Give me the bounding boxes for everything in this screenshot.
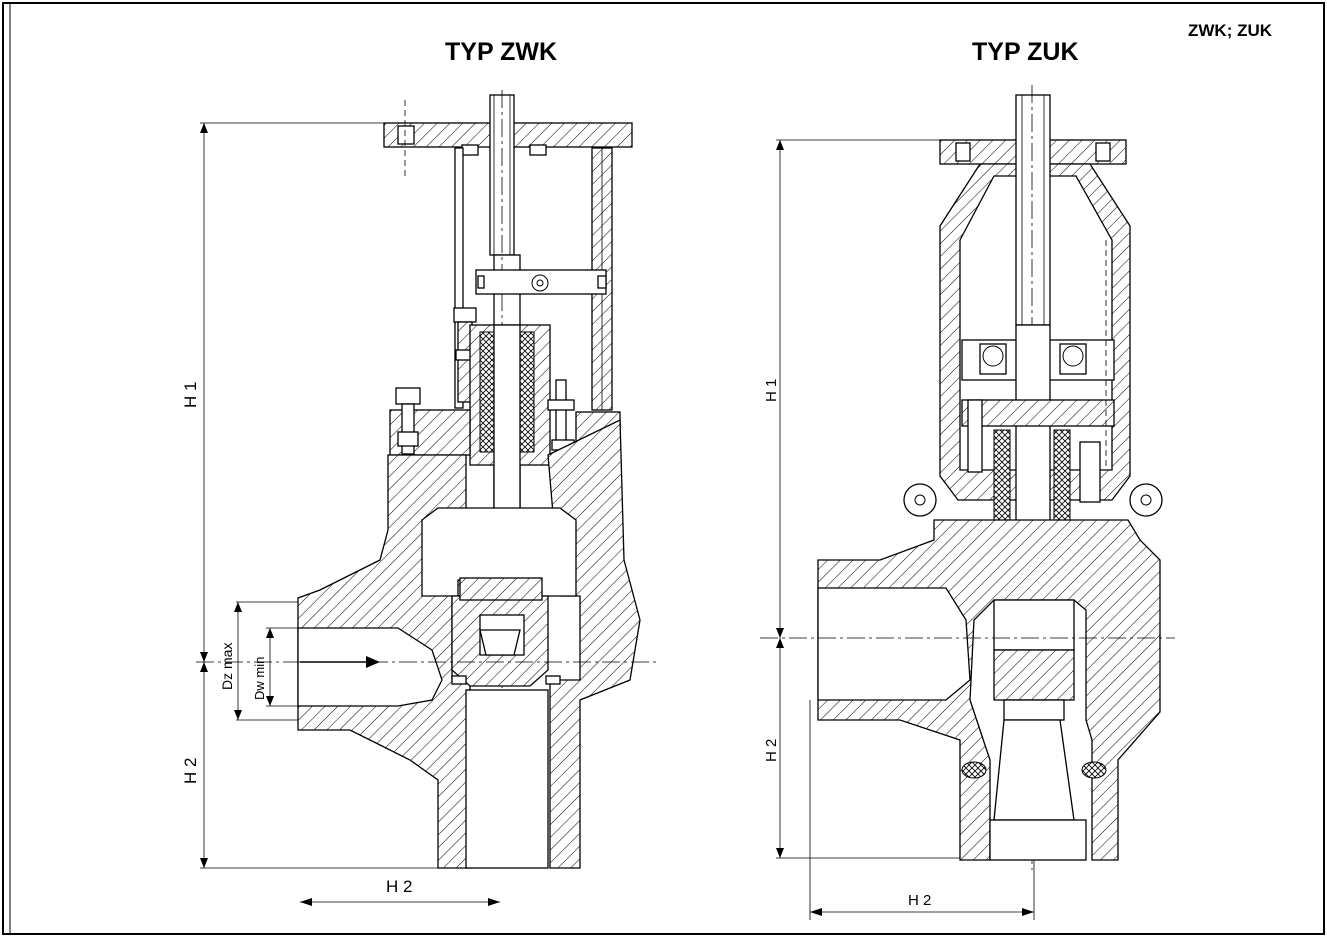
zuk-dim-h2-vertical: H 2 bbox=[763, 739, 780, 762]
zuk-valve-section bbox=[760, 85, 1175, 870]
zwk-dim-h1: H 1 bbox=[181, 382, 200, 408]
view-title-zuk: TYP ZUK bbox=[972, 38, 1079, 66]
zwk-dim-h2-horizontal: H 2 bbox=[386, 877, 412, 896]
zuk-dim-h2-horizontal: H 2 bbox=[908, 892, 931, 909]
zwk-valve-section bbox=[196, 90, 660, 869]
zwk-dim-dz-max: Dz max bbox=[219, 643, 235, 690]
zuk-dim-h1: H 1 bbox=[763, 379, 780, 402]
zwk-dimensions bbox=[200, 122, 500, 906]
zwk-dim-h2-vertical: H 2 bbox=[181, 758, 200, 784]
corner-label: ZWK; ZUK bbox=[1188, 21, 1273, 40]
zuk-dimensions bbox=[776, 139, 1035, 920]
view-title-zwk: TYP ZWK bbox=[445, 38, 557, 66]
zwk-dim-dw-min: Dw min bbox=[252, 657, 267, 700]
